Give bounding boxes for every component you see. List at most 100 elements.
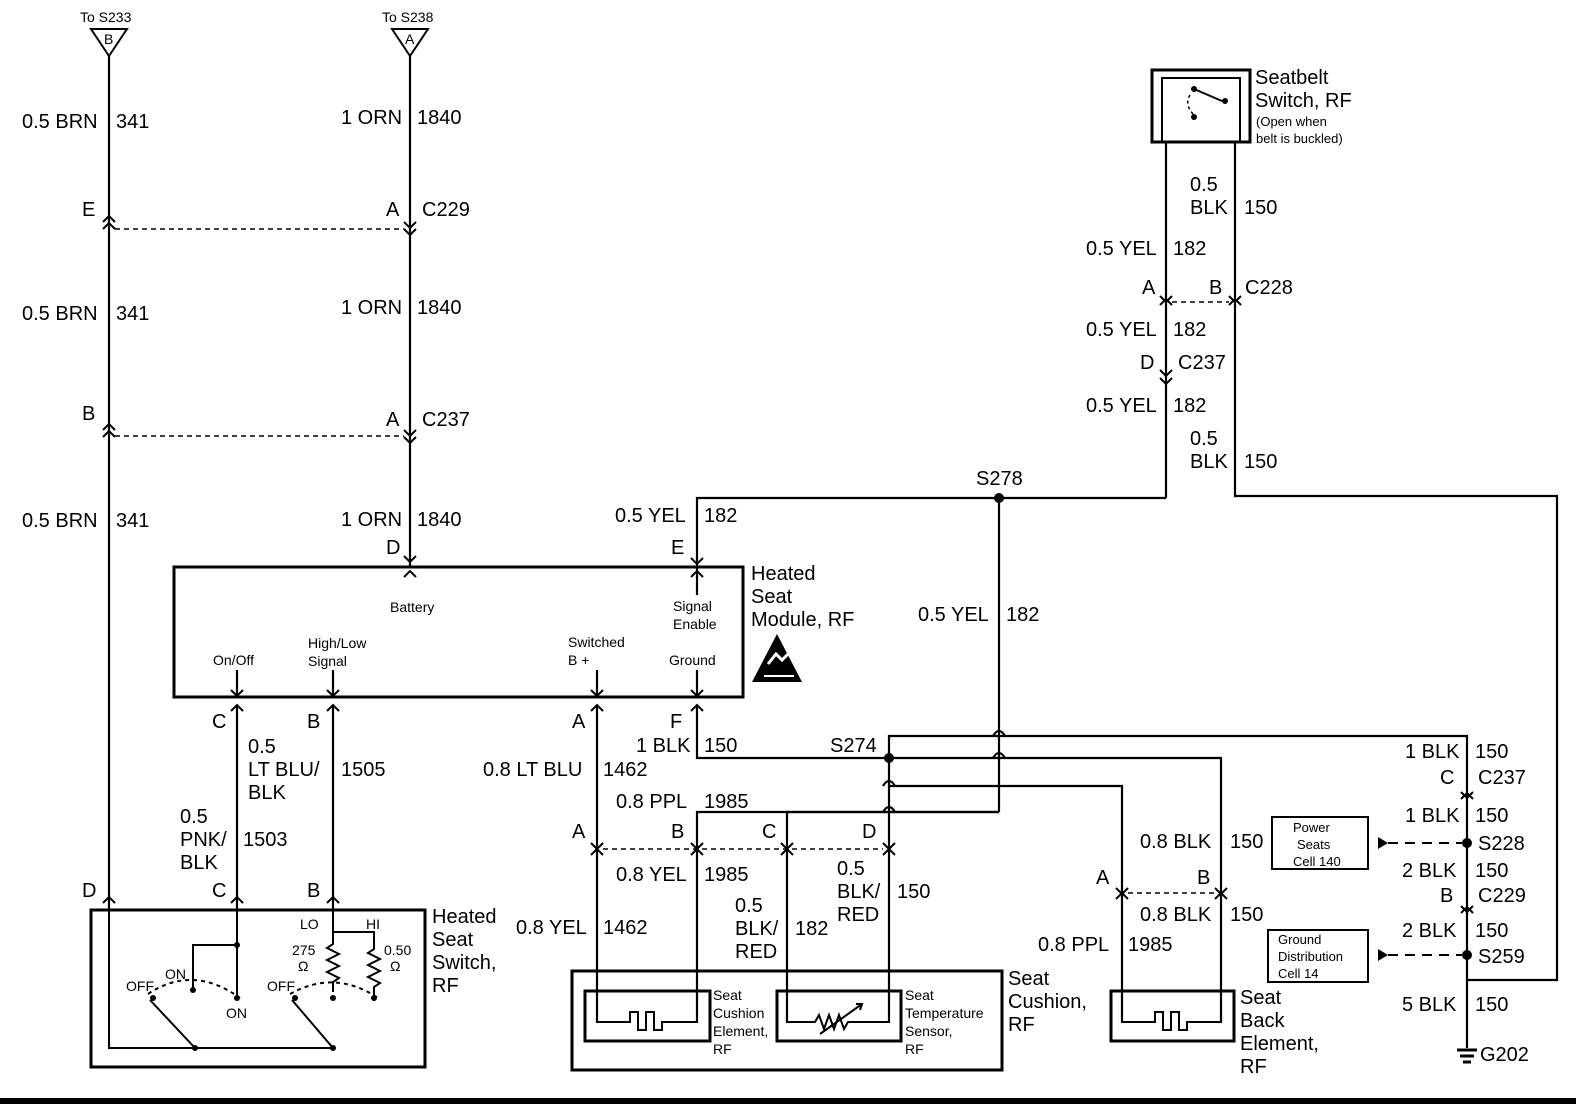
wire-gauge: 0.5 BRN [22,510,98,532]
cell-ref-label: Distribution [1278,949,1343,964]
pin-label: B [307,880,320,902]
connector-label: C228 [1245,277,1293,299]
wire-circuit: 182 [1006,604,1039,626]
wire-gauge: 1 ORN [341,509,402,531]
wire-circuit: 150 [1244,451,1277,473]
wire-segment [1191,114,1197,120]
cell-ref-label: Ground [1278,932,1321,947]
pin-label: B [1209,277,1222,299]
wire-circuit: 1985 [1128,934,1173,956]
splice-ref-letter: A [405,31,415,47]
splice-s259 [1462,950,1472,960]
wire-gauge: 0.8 PPL [616,791,687,813]
power-seats-cell-ref[interactable] [1271,816,1369,870]
wire-segment [403,569,417,578]
wire-gauge: 1 ORN [341,297,402,319]
wire-gauge: 0.8 BLK [1140,831,1212,853]
heater-element-icon [596,991,698,1031]
wire-gauge: 2 BLK [1402,920,1457,942]
switch-icon [149,999,196,1049]
wire-circuit: 341 [116,303,149,325]
wire-gauge: BLK/ [735,918,779,940]
wire-circuit: 150 [1475,994,1508,1016]
wire-circuit: 182 [1173,238,1206,260]
component-name: Element, [1240,1033,1319,1055]
splice-label: S274 [830,735,877,757]
seatbelt-switch [1150,68,1252,144]
wire-gauge: 0.5 BRN [22,303,98,325]
resistor-unit: Ω [390,958,400,974]
pin-label: D [1140,352,1154,374]
wire-circuit: 341 [116,111,149,133]
component-label: Sensor, [905,1023,952,1039]
thermistor-icon [786,991,890,1032]
wire-circuit: 1840 [417,297,462,319]
component-name: Seat [1240,987,1282,1009]
wire-segment [590,842,896,851]
wire-segment [1159,297,1242,306]
wire-segment [590,703,604,712]
wire-circuit: 182 [1173,395,1206,417]
wire-circuit: 150 [897,881,930,903]
wire-segment [403,555,417,564]
switch-position-label: ON [226,1005,247,1021]
wire-gauge: BLK [180,852,218,874]
wire-gauge: 0.5 [1190,428,1218,450]
ground-distribution-cell-ref[interactable] [1267,929,1369,983]
wire-segment [690,557,704,566]
wire-segment [326,703,340,712]
splice-ref-label: To S238 [382,9,434,25]
connector-label: C229 [1478,885,1526,907]
wire-segment [1222,98,1228,104]
wire-gauge: 0.5 [1190,174,1218,196]
switch-position-label: LO [300,916,319,932]
pin-label: C [212,880,226,902]
esd-warning-icon [752,634,802,682]
wire-circuit: 1462 [603,759,648,781]
connector-label: C237 [1478,767,1526,789]
pin-label: A [386,409,400,431]
component-name: RF [1008,1014,1035,1036]
wire-circuit: 1985 [704,791,749,813]
wire-segment [999,784,1124,895]
switch-icon [291,999,334,1049]
wire-gauge: 0.5 YEL [918,604,989,626]
module-pin-battery: Battery [390,599,434,615]
triangle-icon [390,28,430,58]
wire-segment [147,978,241,999]
resistor-unit: Ω [298,958,308,974]
pin-label: A [572,711,586,733]
wire-gauge: 5 BLK [1402,994,1457,1016]
splice-label: S278 [976,468,1023,490]
wire-segment [102,895,116,904]
cell-ref-label: Seats [1297,837,1331,852]
wire-segment [330,995,336,1001]
wire-circuit: 150 [1230,831,1263,853]
wire-circuit: 1503 [243,829,288,851]
wire-segment [102,422,116,438]
wire-segment [1233,142,1559,982]
wire-segment [326,895,340,904]
component-name: RF [432,975,459,997]
pin-label: C [212,711,226,733]
wire-segment [230,689,244,698]
splice-ref-s238: To S238 A [382,9,434,58]
resistor-value: 275 [292,942,316,958]
wire-segment [819,1003,864,1035]
wire-circuit: 150 [1230,904,1263,926]
component-name: Seatbelt [1255,67,1329,89]
wire-gauge: 0.5 [735,895,763,917]
component-note: (Open when [1256,114,1327,129]
module-pin-switched: B + [568,652,589,668]
connector-label: C237 [422,409,470,431]
wire-segment [1378,949,1388,961]
wire-gauge: RED [735,941,777,963]
wire-circuit: 1505 [341,759,386,781]
component-label: RF [905,1041,924,1057]
wire-segment [1159,369,1173,386]
wire-segment [590,847,896,856]
wire-segment [292,995,298,1001]
pin-label: A [386,199,400,221]
wire-gauge: PNK/ [180,829,227,851]
cell-ref-label: Power [1293,820,1331,835]
